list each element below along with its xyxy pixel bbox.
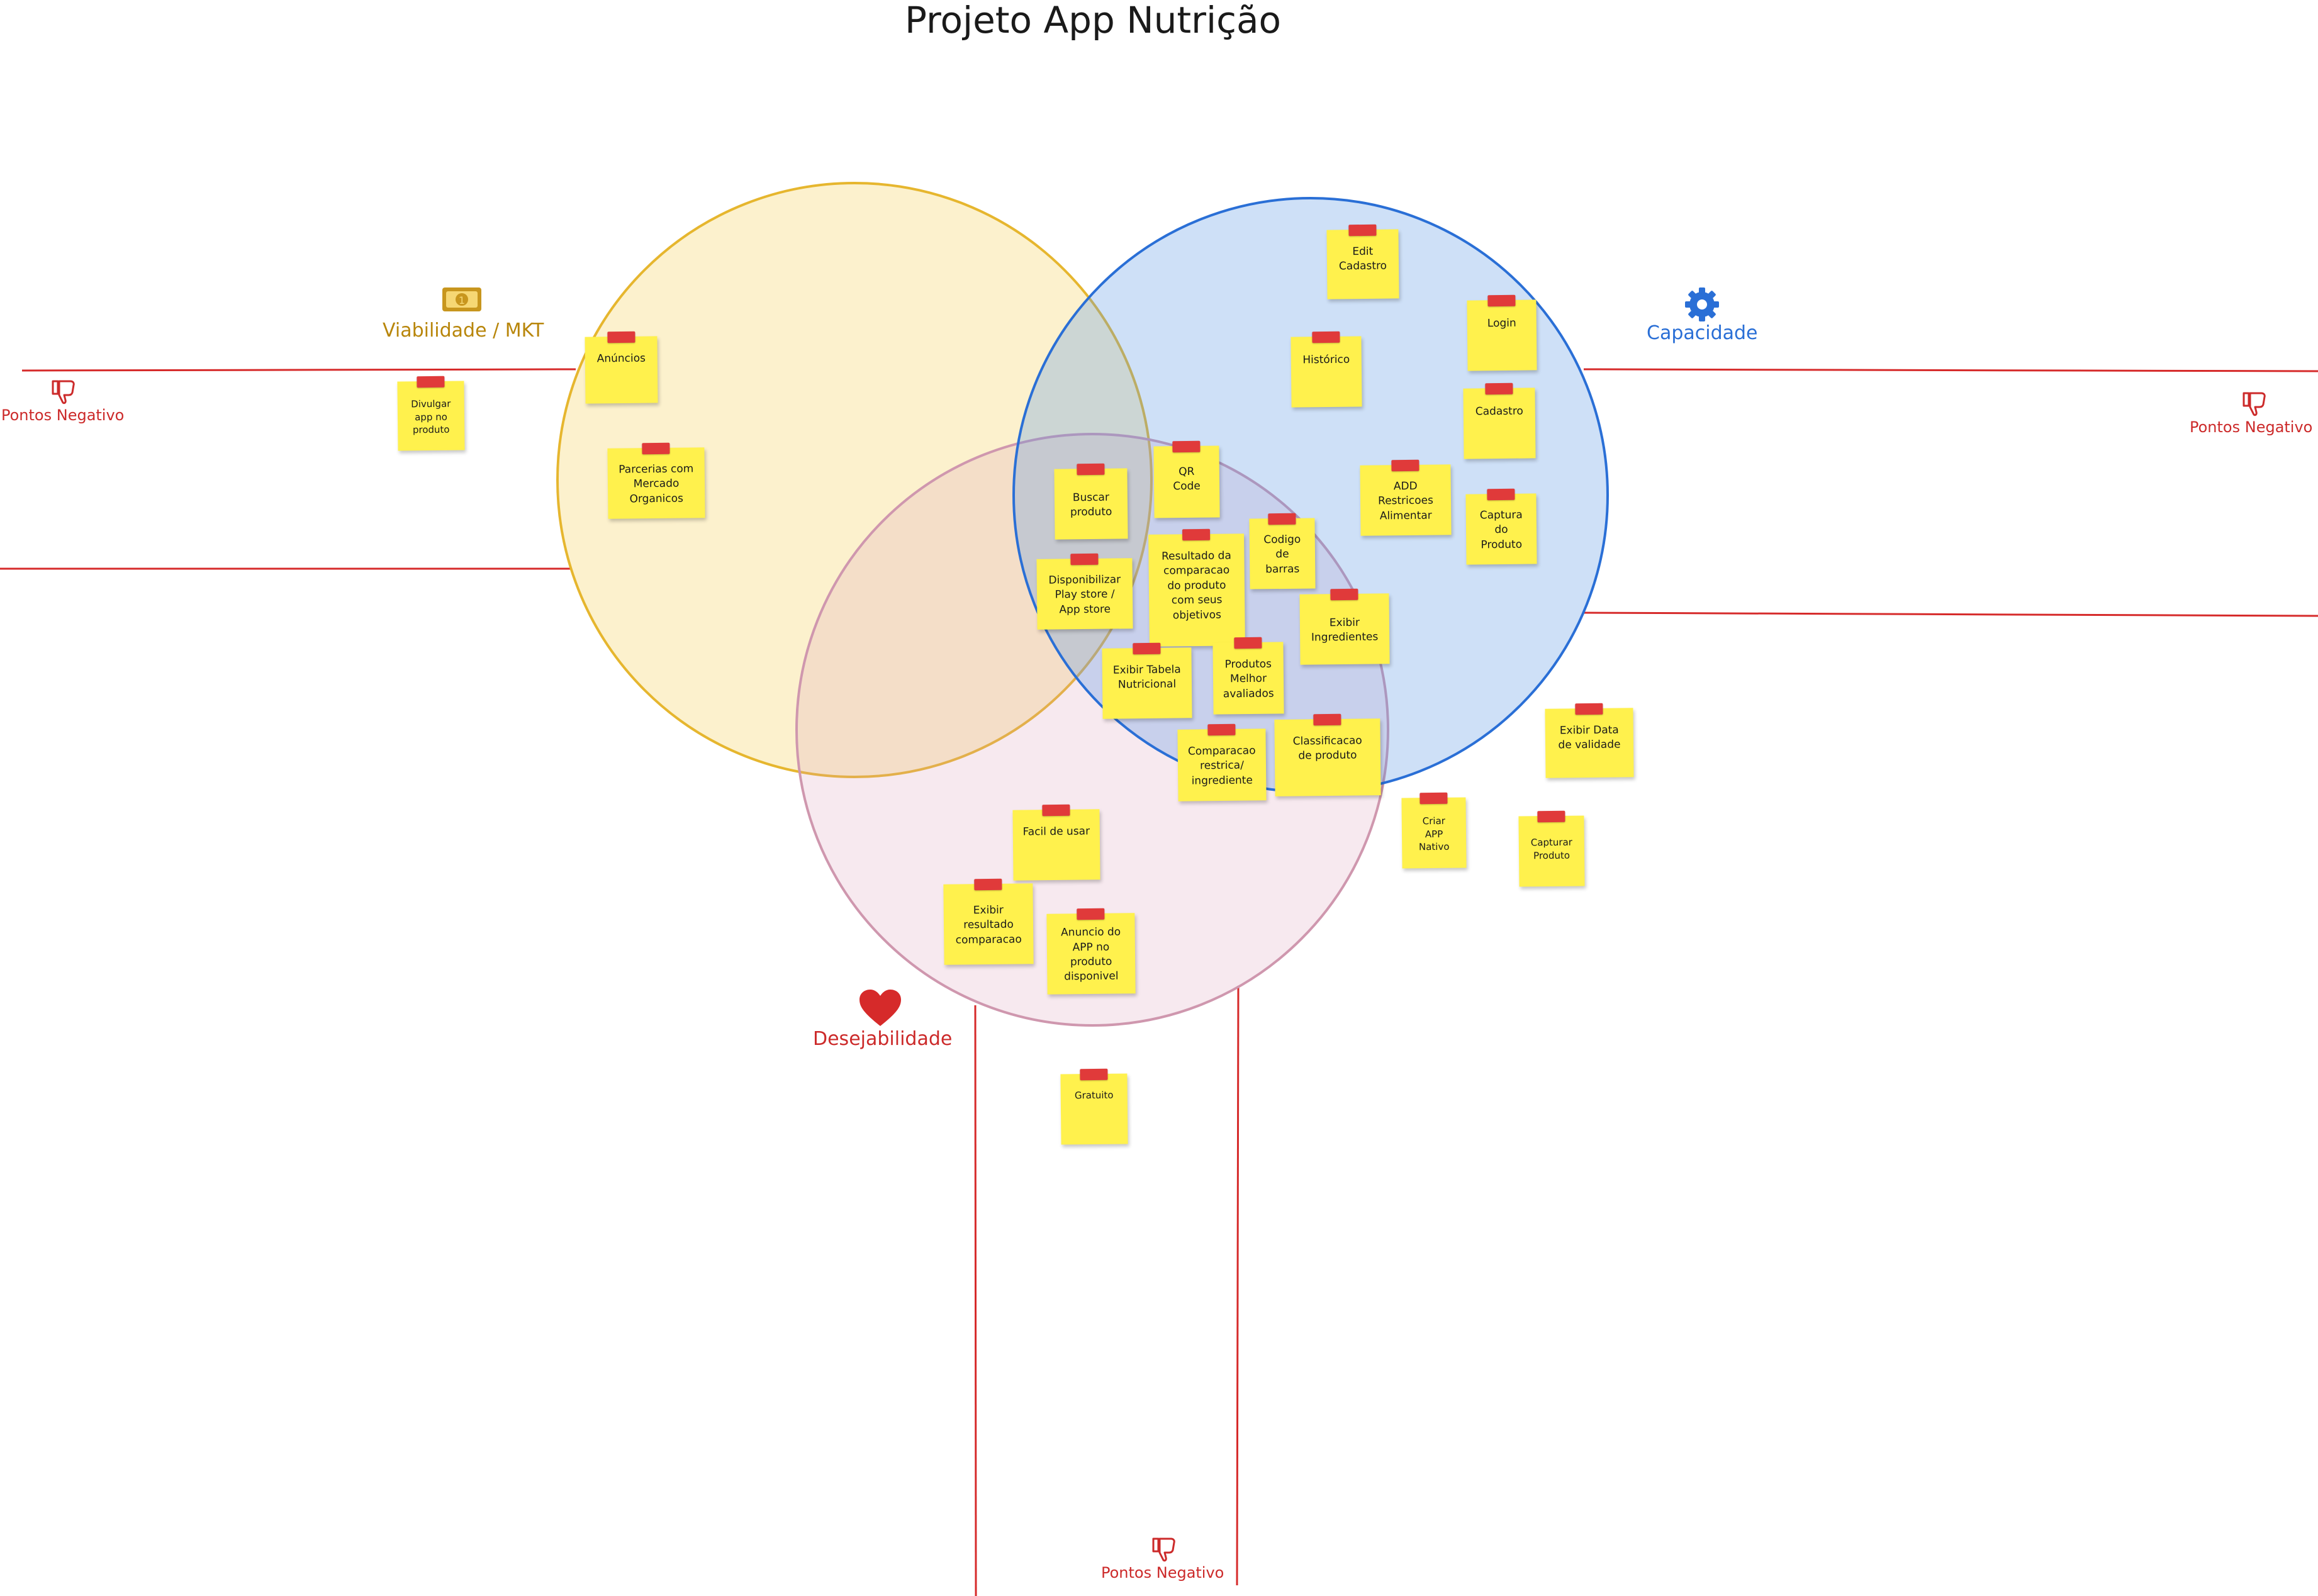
thumbs-down-icon [1152, 1537, 1175, 1562]
right-zone-top-line [1583, 368, 2318, 372]
note-text: Cadastro [1475, 405, 1523, 418]
sticky-note-qr-code[interactable]: QR Code [1153, 440, 1220, 518]
negative-zone-lines [0, 368, 2318, 1596]
sticky-note-cadastro[interactable]: Cadastro [1463, 382, 1536, 459]
sticky-note-resultado-comparacao[interactable]: Resultado da comparacao do produto com s… [1148, 528, 1245, 647]
sticky-note-buscar-produto[interactable]: Buscar produto [1054, 463, 1128, 540]
note-text: Anuncio do APP no produto disponivel [1061, 925, 1121, 983]
viabilidade-label: Viabilidade / MKT [383, 320, 544, 342]
note-text: Comparacao restrica/ ingrediente [1187, 744, 1256, 788]
page-title: Projeto App Nutrição [905, 0, 1281, 42]
sticky-note-facil-usar[interactable]: Facil de usar [1012, 804, 1100, 881]
note-text: Gratuito [1074, 1089, 1114, 1102]
note-text: Anúncios [596, 352, 646, 366]
capacidade-label: Capacidade [1647, 322, 1758, 344]
bottom-zone-right-line [1236, 985, 1240, 1586]
note-text: Produtos Melhor avaliados [1223, 657, 1274, 701]
money-icon: 1 [442, 287, 481, 311]
right-negative-label: Pontos Negativo [2190, 418, 2313, 436]
note-text: ADD Restricoes Alimentar [1378, 479, 1434, 523]
bottom-negative-label: Pontos Negativo [1101, 1564, 1224, 1582]
sticky-note-codigo-barras[interactable]: Codigo de barras [1249, 513, 1316, 589]
note-text: Exibir Ingredientes [1311, 616, 1379, 644]
note-text: Facil de usar [1022, 825, 1090, 839]
sticky-note-edit-cadastro[interactable]: Edit Cadastro [1326, 224, 1399, 299]
note-text: Exibir resultado comparacao [955, 903, 1022, 947]
note-text: Disponibilizar Play store / App store [1048, 573, 1121, 617]
note-text: Exibir Tabela Nutricional [1112, 663, 1181, 691]
sticky-note-exibir-resultado[interactable]: Exibir resultado comparacao [943, 878, 1034, 965]
sticky-note-gratuito[interactable]: Gratuito [1060, 1068, 1128, 1145]
sticky-note-login[interactable]: Login [1467, 294, 1537, 371]
sticky-note-comparacao-restrica[interactable]: Comparacao restrica/ ingrediente [1177, 723, 1267, 801]
note-text: Parcerias com Mercado Organicos [619, 462, 694, 506]
sticky-note-exibir-data[interactable]: Exibir Data de validade [1545, 703, 1634, 778]
sticky-note-produtos-melhor[interactable]: Produtos Melhor avaliados [1212, 637, 1284, 715]
sticky-note-exibir-tabela[interactable]: Exibir Tabela Nutricional [1102, 642, 1192, 719]
thumbs-down-icon [2242, 392, 2266, 416]
note-text: Buscar produto [1070, 491, 1112, 519]
note-text: Histórico [1302, 353, 1350, 367]
sticky-note-parcerias[interactable]: Parcerias com Mercado Organicos [607, 442, 705, 519]
note-text: QR Code [1173, 465, 1201, 493]
left-negative-label: Pontos Negativo [1, 406, 125, 424]
sticky-note-capturar-produto[interactable]: Capturar Produto [1518, 810, 1585, 887]
sticky-note-divulgar-app[interactable]: Divulgar app no produto [397, 376, 465, 451]
right-zone-bottom-line [1583, 611, 2318, 617]
note-text: Classificacao de produto [1292, 734, 1362, 762]
left-zone-top-line [21, 368, 576, 372]
note-text: Capturar Produto [1530, 836, 1572, 861]
note-text: Criar APP Nativo [1418, 815, 1450, 853]
viabilidade-circle [556, 182, 1153, 778]
thumbs-down-icon [52, 380, 75, 405]
sticky-note-disponibilizar[interactable]: Disponibilizar Play store / App store [1036, 553, 1133, 630]
note-text: Captura do Produto [1479, 508, 1523, 552]
note-text: Edit Cadastro [1338, 245, 1387, 273]
sticky-note-classificacao[interactable]: Classificacao de produto [1274, 713, 1381, 796]
note-text: Login [1487, 316, 1516, 330]
gear-icon [1685, 287, 1719, 321]
note-text: Divulgar app no produto [411, 398, 451, 436]
sticky-note-captura-produto[interactable]: Captura do Produto [1465, 488, 1537, 565]
desejabilidade-label: Desejabilidade [813, 1028, 953, 1050]
note-text: Exibir Data de validade [1558, 723, 1621, 752]
sticky-note-criar-app-nativo[interactable]: Criar APP Nativo [1401, 792, 1467, 869]
sticky-note-exibir-ingredientes[interactable]: Exibir Ingredientes [1299, 588, 1390, 665]
note-text: Resultado da comparacao do produto com s… [1161, 549, 1231, 622]
sticky-note-historico[interactable]: Histórico [1291, 331, 1362, 408]
svg-text:1: 1 [459, 294, 465, 306]
sticky-note-anuncio-app[interactable]: Anuncio do APP no produto disponivel [1046, 908, 1136, 995]
heart-icon [859, 990, 901, 1026]
sticky-note-add-restricoes[interactable]: ADD Restricoes Alimentar [1360, 459, 1452, 536]
note-text: Codigo de barras [1263, 533, 1301, 576]
bottom-zone-left-line [974, 1005, 977, 1596]
sticky-note-anuncios[interactable]: Anúncios [585, 331, 658, 404]
